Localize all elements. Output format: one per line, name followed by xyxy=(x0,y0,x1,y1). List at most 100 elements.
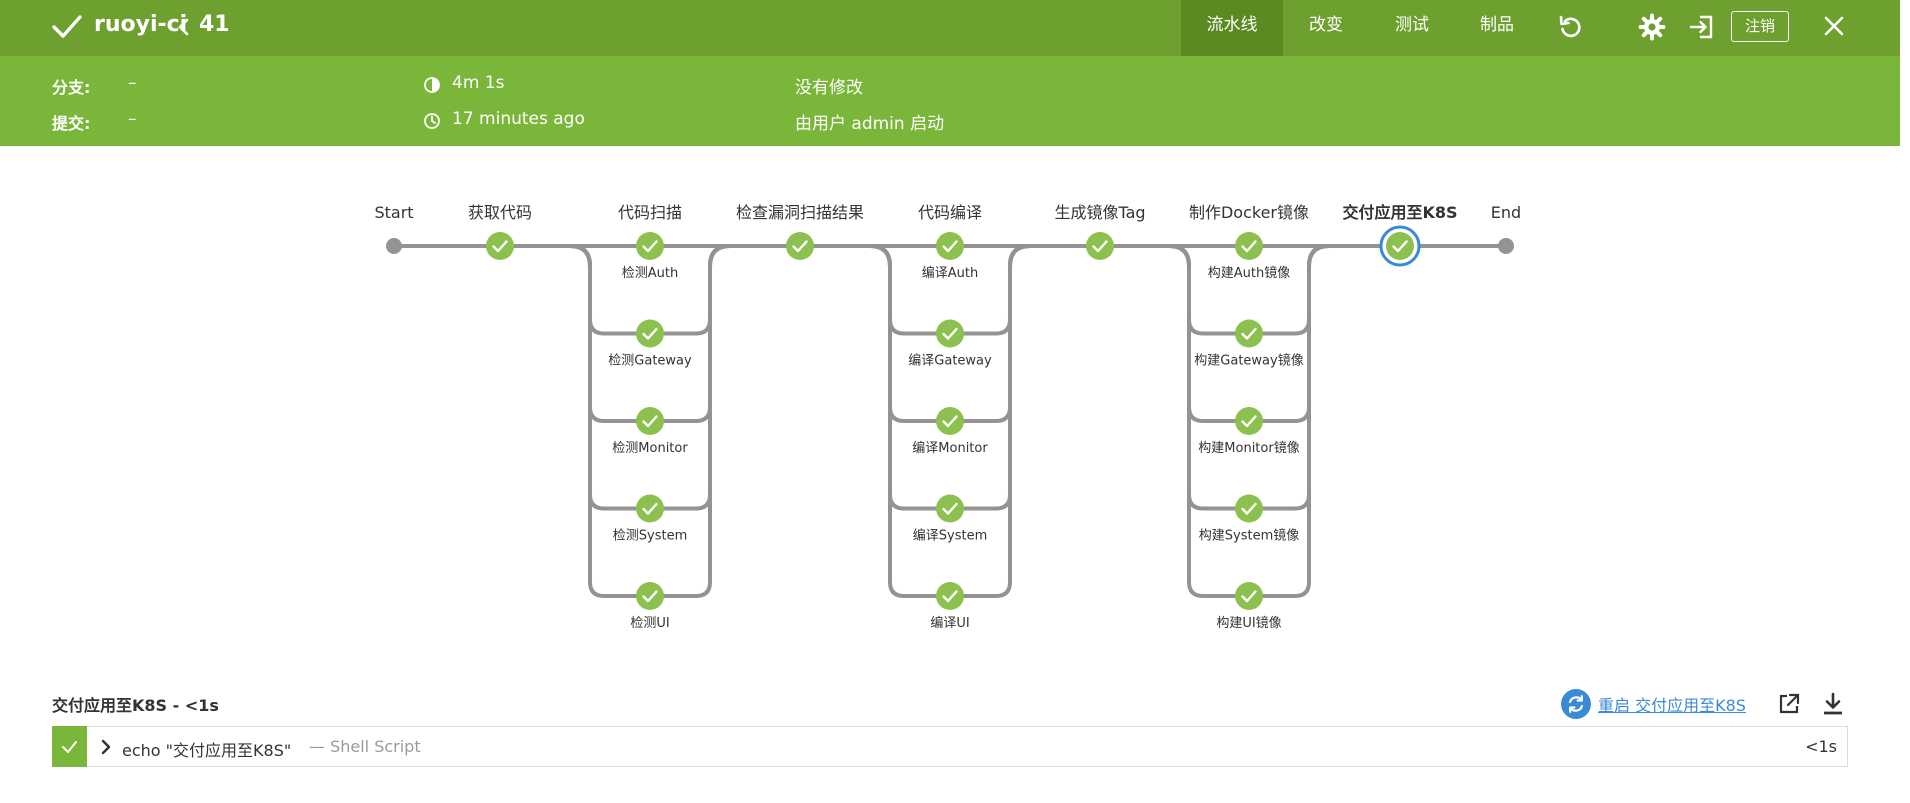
branch-connector xyxy=(869,244,1031,511)
branch-node[interactable] xyxy=(636,407,664,435)
branch-label: 分支: xyxy=(52,78,91,97)
branch-node[interactable] xyxy=(936,494,964,523)
status-circle xyxy=(1386,232,1414,260)
status-circle xyxy=(936,232,964,260)
status-circle xyxy=(936,494,964,523)
stage-node[interactable] xyxy=(1086,232,1114,260)
branch-label: 构建System镜像 xyxy=(1199,529,1299,544)
stage-node[interactable] xyxy=(786,232,814,260)
run-number: 41 xyxy=(199,12,230,37)
branch-node[interactable] xyxy=(1235,232,1263,260)
branch-label: 构建Monitor镜像 xyxy=(1198,441,1299,456)
status-circle xyxy=(1235,582,1263,610)
restart-icon[interactable] xyxy=(1561,689,1591,719)
tab-changes[interactable]: 改变 xyxy=(1309,15,1343,35)
branch-label: 构建Gateway镜像 xyxy=(1194,354,1303,369)
status-circle xyxy=(636,494,664,523)
branch-node[interactable] xyxy=(936,319,964,348)
commit-value: – xyxy=(128,109,137,129)
close-icon[interactable] xyxy=(1822,14,1846,38)
stage-node[interactable] xyxy=(486,232,514,260)
status-circle xyxy=(786,232,814,260)
log-step-row[interactable]: echo "交付应用至K8S" — Shell Script <1s xyxy=(52,726,1848,767)
status-circle xyxy=(1235,232,1263,260)
stage-label: 交付应用至K8S xyxy=(1342,203,1457,222)
branch-connector xyxy=(1168,244,1330,511)
stage-node-selected[interactable] xyxy=(1379,225,1421,267)
pipeline-title[interactable]: ruoyi-ci xyxy=(94,12,188,37)
stage-label: 代码扫描 xyxy=(618,203,682,222)
replay-icon[interactable] xyxy=(1556,13,1584,41)
branch-label: 检测UI xyxy=(630,616,669,631)
status-circle xyxy=(486,232,514,260)
branch-node[interactable] xyxy=(1235,494,1263,523)
check-icon xyxy=(942,240,958,253)
tab-pipeline[interactable]: 流水线 xyxy=(1181,0,1283,56)
changes-value: 没有修改 xyxy=(795,78,863,98)
chevron-right-icon[interactable] xyxy=(100,739,112,755)
gear-icon[interactable] xyxy=(1638,13,1666,41)
branch-node[interactable] xyxy=(1235,407,1263,435)
download-icon[interactable] xyxy=(1821,692,1845,716)
open-external-icon[interactable] xyxy=(1777,692,1801,716)
stage-label: 制作Docker镜像 xyxy=(1189,203,1309,222)
check-icon xyxy=(1241,415,1257,428)
check-icon xyxy=(1092,240,1108,253)
clock-icon xyxy=(424,113,440,129)
duration-icon xyxy=(424,77,440,93)
branch-label: 检测Gateway xyxy=(608,354,692,369)
top-header: ruoyi-ci 41 流水线 改变 测试 制品 注销 xyxy=(0,0,1900,56)
status-circle xyxy=(936,319,964,348)
start-node xyxy=(386,238,402,254)
branch-label: 检测System xyxy=(613,529,687,544)
branch-node[interactable] xyxy=(936,582,964,610)
check-icon xyxy=(52,15,82,38)
status-circle xyxy=(1086,232,1114,260)
started-by-value: 由用户 admin 启动 xyxy=(795,114,945,134)
tab-tests[interactable]: 测试 xyxy=(1395,15,1429,35)
branch-node[interactable] xyxy=(936,407,964,435)
branch-label: 构建Auth镜像 xyxy=(1208,266,1290,281)
step-title: 交付应用至K8S - <1s xyxy=(52,696,219,715)
check-icon xyxy=(642,590,658,603)
check-icon xyxy=(1241,240,1257,253)
exit-icon[interactable] xyxy=(1688,13,1716,41)
duration-value: 4m 1s xyxy=(452,73,505,93)
run-summary: 分支: – 提交: – 4m 1s 17 minutes ago 没有修改 由用… xyxy=(0,56,1900,146)
check-icon xyxy=(942,327,958,340)
end-node xyxy=(1498,238,1514,254)
check-icon xyxy=(642,415,658,428)
log-step-kind: — Shell Script xyxy=(309,737,421,756)
restart-stage-link[interactable]: 重启 交付应用至K8S xyxy=(1598,696,1746,715)
status-circle xyxy=(1235,494,1263,523)
tab-artifacts[interactable]: 制品 xyxy=(1480,15,1514,35)
log-step-duration: <1s xyxy=(1805,737,1837,756)
branch-node[interactable] xyxy=(1235,319,1263,348)
branch-node[interactable] xyxy=(936,232,964,260)
branch-node[interactable] xyxy=(636,582,664,610)
branch-label: 编译UI xyxy=(930,616,969,631)
check-icon xyxy=(1241,327,1257,340)
commit-label: 提交: xyxy=(52,114,91,133)
stage-label: 获取代码 xyxy=(468,203,532,222)
status-circle xyxy=(636,232,664,260)
branch-node[interactable] xyxy=(636,494,664,523)
status-circle xyxy=(636,407,664,435)
time-ago-value: 17 minutes ago xyxy=(452,109,585,129)
branch-node[interactable] xyxy=(636,232,664,260)
check-icon xyxy=(492,240,508,253)
branch-label: 编译Gateway xyxy=(908,354,992,369)
status-circle xyxy=(1235,319,1263,348)
check-icon xyxy=(642,502,658,515)
back-icon[interactable] xyxy=(176,17,190,37)
branch-label: 检测Monitor xyxy=(612,441,688,456)
status-circle xyxy=(636,319,664,348)
status-circle xyxy=(636,582,664,610)
check-icon xyxy=(942,415,958,428)
check-icon xyxy=(1392,240,1408,253)
branch-node[interactable] xyxy=(636,319,664,348)
logout-button[interactable]: 注销 xyxy=(1731,11,1789,42)
branch-node[interactable] xyxy=(1235,582,1263,610)
